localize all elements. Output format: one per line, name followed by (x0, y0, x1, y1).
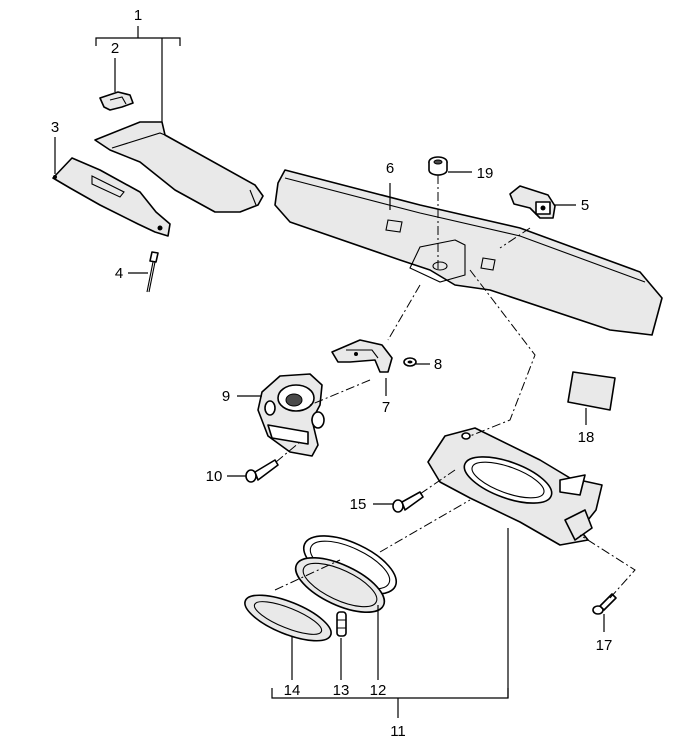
assembly-lines (274, 175, 636, 599)
callout-15: 15 (350, 496, 367, 513)
bulb-part-13 (336, 611, 347, 637)
callout-13: 13 (333, 682, 350, 699)
grommet-part-19 (428, 156, 448, 176)
callout-9: 9 (222, 388, 230, 405)
clip-part-2 (99, 91, 134, 111)
mirror-glass-part-14 (244, 594, 332, 642)
mirror-frame-part-12 (294, 535, 398, 614)
callout-14: 14 (284, 682, 301, 699)
pad-part-18 (567, 371, 616, 411)
lamp-housing-part-9 (257, 373, 325, 457)
nut-part-8 (403, 357, 417, 367)
sun-visor-part-11 (427, 427, 603, 546)
callout-5: 5 (581, 197, 589, 214)
bracket-part-7 (331, 339, 393, 373)
screw-part-4 (146, 251, 159, 293)
callout-3: 3 (51, 119, 59, 136)
callout-12: 12 (370, 682, 387, 699)
bracket-part-5 (509, 185, 556, 219)
callout-17: 17 (596, 637, 613, 654)
trim-panel-part-3 (52, 157, 171, 237)
callout-labels: 1 2 3 4 5 6 7 8 9 10 11 12 13 14 15 17 1… (51, 7, 613, 740)
callout-11: 11 (390, 723, 406, 740)
screw-part-15 (392, 491, 424, 513)
callout-2: 2 (111, 40, 119, 57)
leader-lines (54, 26, 605, 718)
roof-frame-part-6 (274, 169, 663, 336)
screw-part-10 (245, 459, 279, 483)
screw-part-17 (592, 593, 617, 615)
callout-18: 18 (578, 429, 595, 446)
callout-4: 4 (115, 265, 123, 282)
callout-10: 10 (206, 468, 223, 485)
callout-19: 19 (477, 165, 494, 182)
callout-6: 6 (386, 160, 394, 177)
callout-1: 1 (134, 7, 142, 24)
callout-8: 8 (434, 356, 442, 373)
callout-7: 7 (382, 399, 390, 416)
